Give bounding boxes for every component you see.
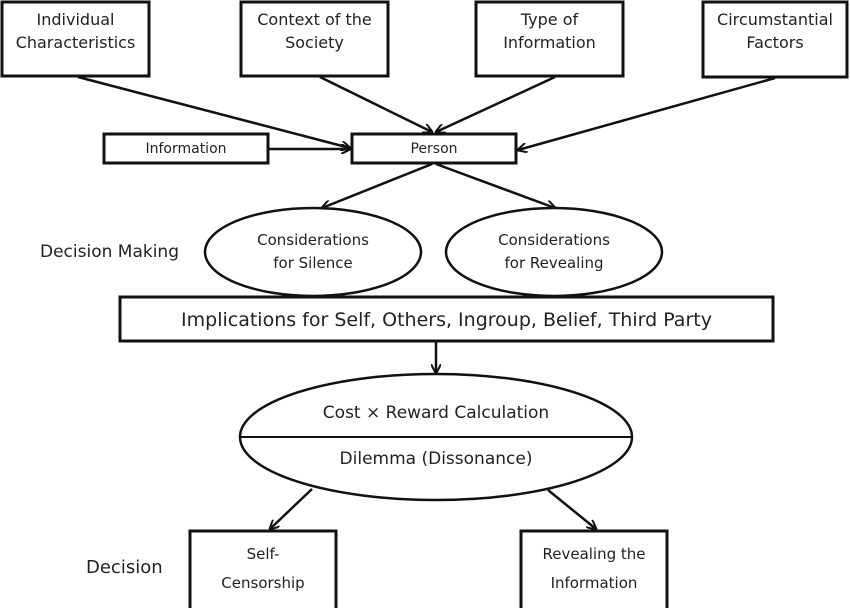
label-type-of-information: Type of Information [476,8,623,54]
label-line: for Silence [273,254,353,272]
label-line: Considerations [498,231,610,249]
box-implications [118,295,775,343]
label-line: Censorship [221,574,305,592]
label-calculation: Cost × Reward Calculation [322,403,550,423]
label-line: Information [503,33,596,53]
arrow-type-to-person [436,75,556,132]
label-line: Individual [36,10,115,29]
label-line: Information [550,574,638,592]
label-line: Society [285,33,344,53]
label-line: Self- [246,545,280,563]
label-context-of-society: Context of the Society [241,8,388,54]
label-implications: Implications for Self, Others, Ingroup, … [181,309,712,331]
label-line: Type of [520,10,579,29]
arrow-calculation-to-revealing [547,489,596,529]
label-line: Considerations [257,231,369,249]
label-information: Information [145,141,227,157]
label-considerations-revealing: Considerations for Revealing [454,229,654,275]
label-dilemma: Dilemma (Dissonance) [339,449,533,469]
box-context-of-society [239,0,390,78]
label-line: for Revealing [504,254,604,272]
label-revealing-information: Revealing the Information [521,540,667,598]
box-information [102,132,270,165]
label-individual-characteristics: Individual Characteristics [2,8,149,54]
label-line: Circumstantial [717,10,833,29]
arrow-person-to-silence [322,162,433,208]
arrow-circumstantial-to-person [518,76,776,150]
label-self-censorship: Self- Censorship [190,540,336,598]
box-self-censorship [188,529,338,608]
arrow-society-to-person [319,75,432,132]
label-line: Revealing the [542,545,646,563]
label-decision-making: Decision Making [40,242,179,262]
arrow-calculation-to-self-censorship [270,488,313,529]
label-decision: Decision [86,557,163,578]
label-line: Factors [746,33,804,53]
label-line: Characteristics [15,33,136,53]
label-considerations-silence: Considerations for Silence [213,229,413,275]
label-person: Person [410,141,458,157]
box-circumstantial-factors [701,0,849,79]
label-circumstantial-factors: Circumstantial Factors [703,8,847,54]
box-individual-characteristics [0,0,151,78]
label-line: Context of the [257,10,372,29]
arrow-person-to-revealing [435,162,555,208]
arrow-individual-to-person [77,75,350,148]
box-type-of-information [474,0,625,78]
box-revealing-information [519,529,669,608]
